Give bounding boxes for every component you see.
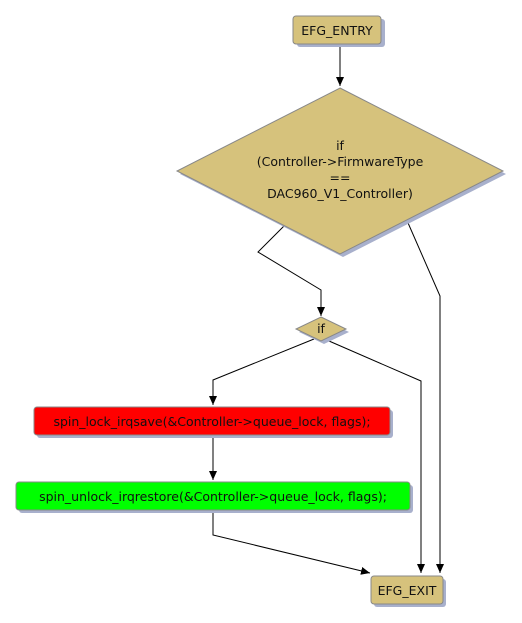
firmware-check-diamond bbox=[175, 87, 505, 255]
entry-node: EFG_ENTRY bbox=[292, 15, 385, 47]
if-decision-label: if bbox=[317, 321, 325, 336]
edge-unlock-to-exit bbox=[212, 510, 371, 575]
entry-node-box bbox=[292, 15, 382, 45]
unlock-node-label: spin_unlock_irqrestore(&Controller->queu… bbox=[39, 489, 387, 504]
firmware-check-line-2: (Controller->FirmwareType bbox=[257, 154, 424, 169]
unlock-node: spin_unlock_irqrestore(&Controller->queu… bbox=[15, 481, 413, 513]
edge-firmware-check-to-exit bbox=[404, 215, 444, 573]
lock-node: spin_lock_irqsave(&Controller->queue_loc… bbox=[33, 406, 393, 438]
exit-node-label: EFG_EXIT bbox=[378, 583, 437, 598]
if-decision-diamond bbox=[294, 316, 348, 342]
edge-if-to-exit bbox=[328, 340, 425, 573]
firmware-check-line-4: DAC960_V1_Controller) bbox=[267, 186, 413, 201]
edge-if-to-lock bbox=[209, 338, 315, 405]
edges bbox=[209, 45, 444, 575]
edge-firmware-check-to-if bbox=[257, 225, 325, 316]
if-decision: if bbox=[294, 316, 349, 344]
lock-node-label: spin_lock_irqsave(&Controller->queue_loc… bbox=[53, 414, 370, 429]
exit-node-box bbox=[370, 575, 444, 605]
unlock-node-box bbox=[15, 481, 411, 511]
firmware-check-line-3: == bbox=[330, 170, 351, 185]
firmware-check-decision: if (Controller->FirmwareType == DAC960_V… bbox=[175, 87, 506, 257]
firmware-check-line-1: if bbox=[336, 138, 344, 153]
exit-node: EFG_EXIT bbox=[370, 575, 446, 607]
entry-node-label: EFG_ENTRY bbox=[301, 23, 373, 38]
lock-node-box bbox=[33, 406, 391, 436]
